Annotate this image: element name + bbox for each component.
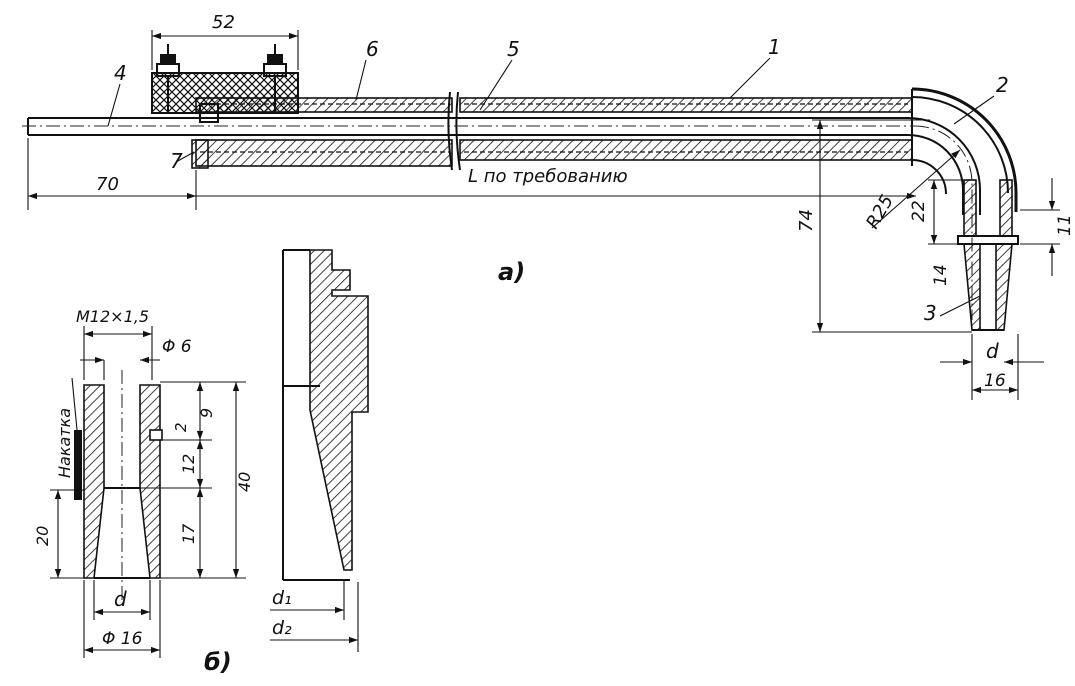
callout-2: 2 [996, 73, 1009, 97]
dim-d2: d₂ [272, 617, 292, 639]
dim-length: L по требованию [468, 166, 628, 187]
labels-b: M12×1,5 Φ 6 Накатка 9 2 12 17 40 20 d Φ … [33, 307, 292, 676]
dim-groove: 2 [172, 422, 190, 432]
dim-nozzle-a: 22 [909, 200, 929, 222]
dim-tip-d: d [986, 339, 999, 363]
assembly-view [22, 44, 1019, 331]
dim-inner-d: d [114, 587, 127, 611]
dim-nozzle-c: 11 [1055, 214, 1075, 236]
dim-bend-radius: R25 [862, 191, 898, 232]
callout-6: 6 [366, 37, 379, 61]
callout-1: 1 [768, 35, 781, 59]
dim-clamp: 52 [212, 12, 235, 33]
dim-tip-width: 16 [984, 371, 1006, 391]
thread-label: M12×1,5 [76, 307, 149, 326]
caption-b: б) [204, 648, 232, 676]
dim-knurl-len: 20 [33, 526, 52, 546]
labels-a: 52 4 6 5 1 2 7 3 70 L по требованию 74 R… [96, 12, 1075, 391]
dim-drop: 74 [796, 209, 817, 232]
dim-nozzle-b: 14 [931, 264, 951, 286]
dim-mid: 12 [179, 454, 198, 474]
nozzle-detail-view [74, 249, 369, 600]
dimension-lines-a [27, 30, 1060, 400]
dim-low: 17 [179, 523, 198, 544]
dim-left-end: 70 [96, 174, 119, 195]
dimension-lines-b [50, 326, 359, 658]
callout-5: 5 [507, 37, 520, 61]
bore-label: Φ 6 [162, 337, 192, 357]
callout-4: 4 [114, 61, 127, 85]
callout-3: 3 [924, 301, 937, 325]
caption-a: а) [498, 258, 525, 286]
dim-total: 40 [235, 472, 254, 492]
callout-7: 7 [170, 149, 183, 173]
dim-top: 9 [197, 408, 216, 418]
knurl-label: Накатка [55, 408, 74, 478]
dim-d1: d₁ [272, 587, 292, 609]
dim-outer-d: Φ 16 [102, 629, 143, 649]
